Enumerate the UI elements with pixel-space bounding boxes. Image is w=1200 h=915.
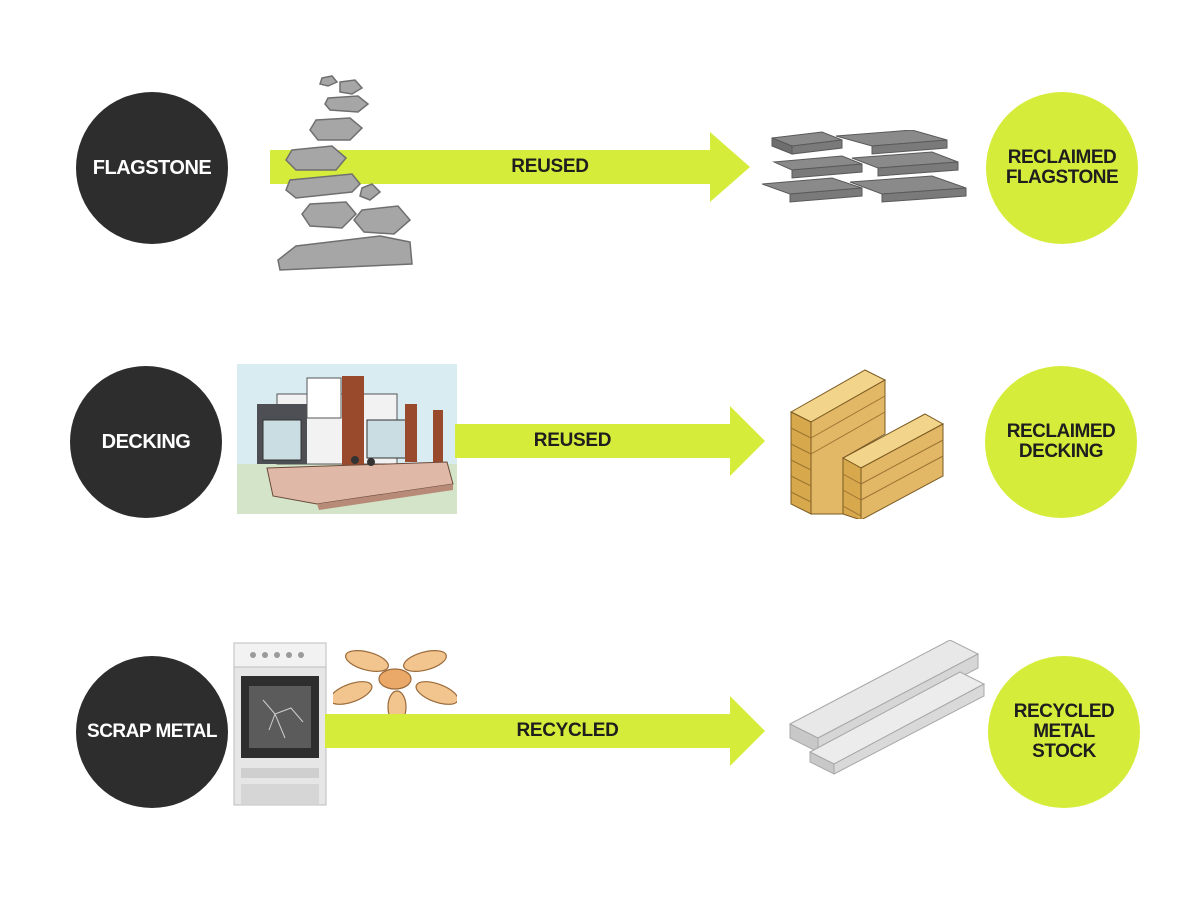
- source-circle-scrap-metal: SCRAP METAL: [76, 656, 228, 808]
- flow-row-flagstone: FLAGSTONE REUSED: [0, 40, 1200, 300]
- arrow-label-scrap-metal: RECYCLED: [516, 720, 619, 741]
- stacked-lumber-icon: [789, 369, 945, 519]
- arrow-scrap-metal: [325, 696, 765, 766]
- metal-bars-icon: [788, 640, 985, 775]
- arrow-decking: [455, 406, 765, 476]
- source-circle-flagstone: FLAGSTONE: [76, 92, 228, 244]
- arrow-label-decking: REUSED: [533, 430, 612, 451]
- result-circle-reclaimed-flagstone: RECLAIMED FLAGSTONE: [986, 92, 1138, 244]
- arrow-label-flagstone: REUSED: [511, 156, 589, 177]
- stepping-stones-icon: [277, 75, 413, 271]
- stove-icon: [233, 642, 327, 806]
- result-circle-reclaimed-decking: RECLAIMED DECKING: [985, 366, 1137, 518]
- arrow-flagstone: [270, 132, 750, 202]
- result-circle-recycled-metal-stock: RECYCLED METAL STOCK: [988, 656, 1140, 808]
- flow-row-decking: DECKING REUSED: [0, 330, 1200, 590]
- house-with-deck-illustration: [237, 364, 457, 514]
- stacked-stone-slabs-icon: [762, 130, 967, 203]
- flow-row-scrap-metal: SCRAP METAL RECYCLED: [0, 630, 1200, 890]
- source-circle-decking: DECKING: [70, 366, 222, 518]
